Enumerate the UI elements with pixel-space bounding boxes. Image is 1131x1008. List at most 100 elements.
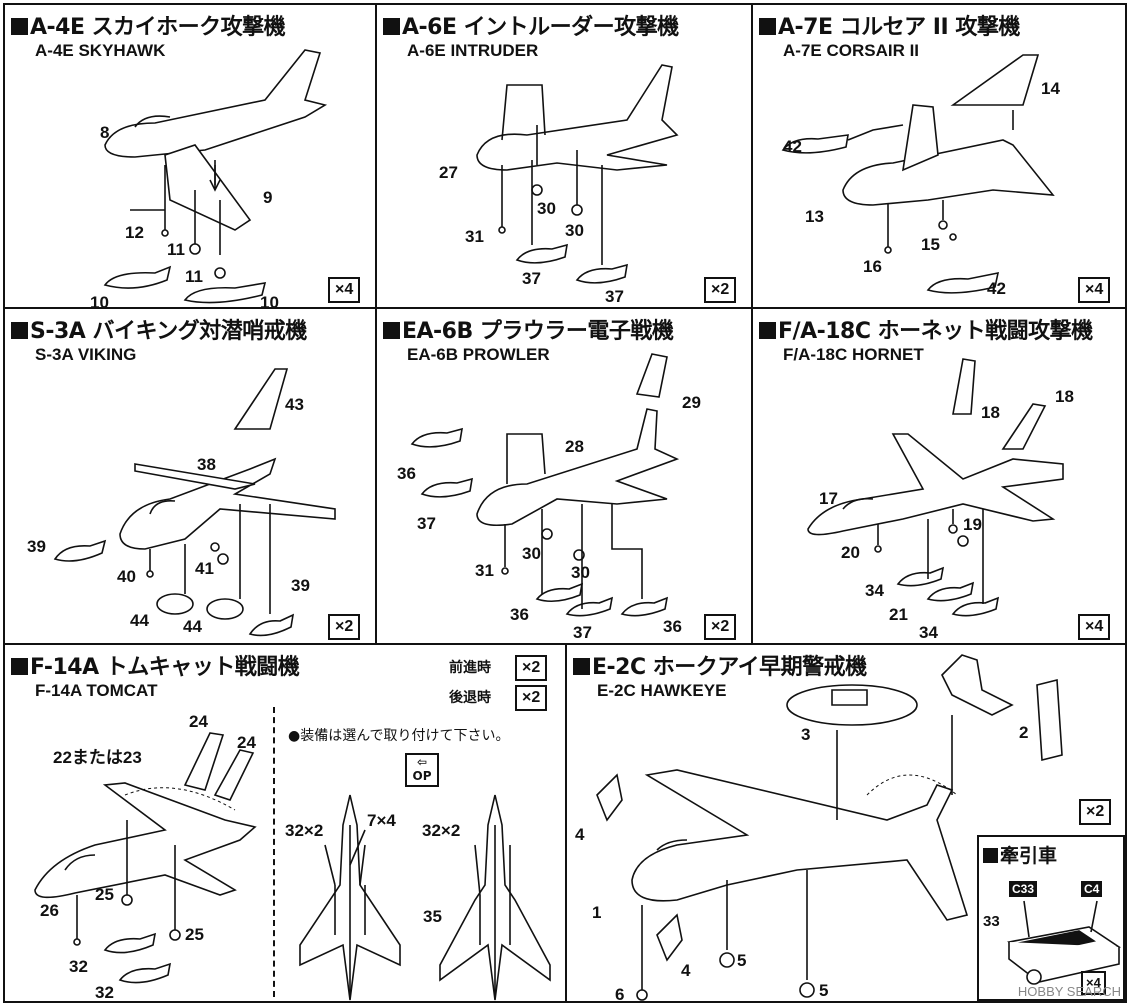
part-number: 11	[167, 240, 185, 259]
part-number: 37	[573, 623, 592, 642]
part-number: 41	[195, 559, 214, 578]
part-number: 11	[185, 267, 203, 286]
part-number: 31	[465, 227, 484, 246]
part-number: 34	[865, 581, 884, 600]
part-number: 16	[863, 257, 882, 276]
panel-a7e: A-7E コルセア II 攻撃機 A-7E CORSAIR II 14 42 1…	[751, 3, 1127, 309]
panel-a6e: A-6E イントルーダー攻撃機 A-6E INTRUDER 27 30 30 3…	[375, 3, 753, 309]
tag-c33: C33	[1009, 881, 1038, 897]
panel-subtitle: E-2C HAWKEYE	[597, 681, 727, 700]
part-number: 21	[889, 605, 908, 624]
panel-title: F-14A トムキャット戦闘機	[11, 649, 300, 681]
optional-icon: ⇦OP	[405, 753, 439, 787]
part-number: 4	[575, 825, 585, 844]
panel-a4e: A-4E スカイホーク攻撃機 A-4E SKYHAWK 8 9 12 11 11…	[3, 3, 377, 309]
part-number: 37	[417, 514, 436, 533]
part-number: 44	[130, 611, 149, 630]
part-number: 32×2	[422, 821, 461, 840]
panel-subtitle: F/A-18C HORNET	[783, 345, 924, 364]
panel-f14a: F-14A トムキャット戦闘機 F-14A TOMCAT 前進時 ×2 後退時 …	[3, 643, 567, 1003]
quantity-badge-swept: ×2	[515, 685, 548, 711]
watermark: HOBBY SEARCH	[1017, 984, 1121, 999]
part-number: 27	[439, 163, 458, 182]
panel-f18c: F/A-18C ホーネット戦闘攻撃機 F/A-18C HORNET 18 18 …	[751, 307, 1127, 645]
part-number: 4	[681, 961, 691, 980]
quantity-badge: ×4	[1078, 277, 1111, 303]
tractor-title: 牽引車	[983, 841, 1057, 868]
divider	[273, 707, 275, 997]
a4e-aircraft-drawing	[103, 49, 328, 304]
part-number: 30	[571, 563, 590, 582]
part-number: 5	[737, 951, 747, 970]
panel-title: A-6E イントルーダー攻撃機	[383, 9, 679, 41]
panel-subtitle: A-6E INTRUDER	[407, 41, 539, 60]
f14a-aircraft-drawing	[34, 732, 551, 1001]
part-number: 5	[819, 981, 829, 1000]
part-number: 31	[475, 561, 494, 580]
part-number: 18	[981, 403, 1000, 422]
part-number: 8	[100, 123, 110, 142]
part-number: 38	[197, 455, 216, 474]
part-number: 28	[565, 437, 584, 456]
part-number: 42	[987, 279, 1006, 298]
a7e-aircraft-drawing	[781, 54, 1055, 294]
part-number: 36	[510, 605, 529, 624]
part-number: 20	[841, 543, 860, 562]
panel-subtitle: A-4E SKYHAWK	[35, 41, 166, 60]
f18c-aircraft-drawing	[807, 358, 1064, 617]
part-number: 18	[1055, 387, 1074, 406]
part-number: 13	[805, 207, 824, 226]
part-number: 19	[963, 515, 982, 534]
panel-subtitle: S-3A VIKING	[35, 345, 137, 364]
s3a-aircraft-drawing	[53, 368, 336, 637]
panel-subtitle: A-7E CORSAIR II	[783, 41, 920, 60]
part-number: 29	[682, 393, 701, 412]
part-number: 30	[537, 199, 556, 218]
part-number: 39	[291, 576, 310, 595]
forward-sweep-label: 前進時	[449, 660, 491, 676]
part-number: 43	[285, 395, 304, 414]
panel-title: E-2C ホークアイ早期警戒機	[573, 649, 867, 681]
part-number: 44	[183, 617, 202, 636]
part-number: 24	[237, 733, 256, 752]
part-number: 6	[615, 985, 625, 1003]
part-number: 2	[1019, 723, 1029, 742]
panel-s3a: S-3A バイキング対潜哨戒機 S-3A VIKING 43 38 39 40 …	[3, 307, 377, 645]
part-number: 35	[423, 907, 442, 926]
part-number: 30	[522, 544, 541, 563]
part-number: 10	[260, 293, 279, 309]
part-number: 22または23	[53, 748, 142, 767]
quantity-badge: ×2	[1079, 799, 1112, 825]
quantity-badge: ×2	[328, 614, 361, 640]
swept-back-label: 後退時	[449, 690, 491, 706]
panel-title: A-7E コルセア II 攻撃機	[759, 9, 1020, 41]
part-number: 1	[592, 903, 602, 922]
equipment-note: ●装備は選んで取り付けて下さい。	[288, 728, 510, 744]
part-number: 17	[819, 489, 838, 508]
panel-subtitle: F-14A TOMCAT	[35, 681, 158, 700]
tractor-drawing	[1007, 900, 1121, 985]
part-number: 30	[565, 221, 584, 240]
part-number: 39	[27, 537, 46, 556]
part-number: 3	[801, 725, 811, 744]
part-number: 7×4	[367, 811, 396, 830]
tag-c4: C4	[1081, 881, 1103, 897]
part-number: 36	[397, 464, 416, 483]
part-number: 33	[983, 913, 1000, 930]
part-number: 24	[189, 712, 208, 731]
quantity-badge-forward: ×2	[515, 655, 548, 681]
quantity-badge: ×2	[704, 614, 737, 640]
part-number: 32×2	[285, 821, 324, 840]
part-number: 37	[522, 269, 541, 288]
part-number: 40	[117, 567, 136, 586]
part-number: 9	[263, 188, 273, 207]
part-number: 12	[125, 223, 144, 242]
panel-subtitle: EA-6B PROWLER	[407, 345, 550, 364]
part-number: 42	[783, 137, 802, 156]
quantity-badge: ×4	[328, 277, 361, 303]
a6e-aircraft-drawing	[476, 64, 679, 284]
panel-e2c: E-2C ホークアイ早期警戒機 E-2C HAWKEYE 3 2 4 1 4 5…	[565, 643, 1127, 1003]
part-number: 25	[95, 885, 114, 904]
part-number: 15	[921, 235, 940, 254]
e2c-aircraft-drawing	[596, 654, 1063, 1001]
